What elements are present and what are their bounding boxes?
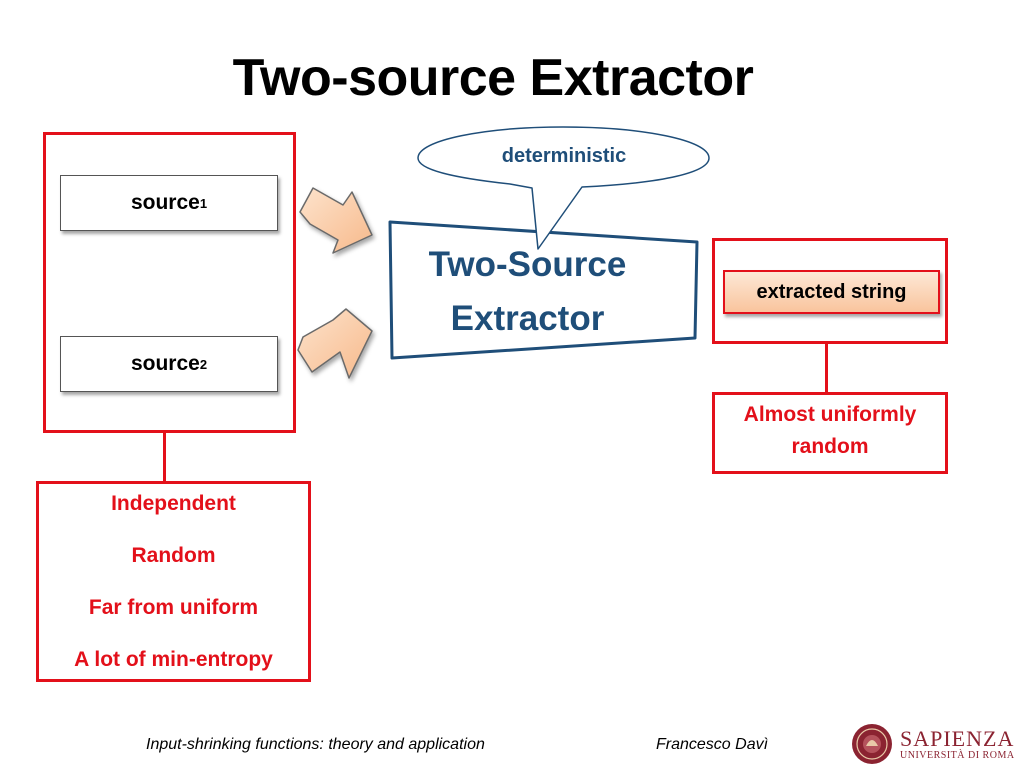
property-random: Random — [131, 544, 216, 567]
property-min-entropy: A lot of min-entropy — [74, 648, 273, 671]
footer-talk-title: Input-shrinking functions: theory and ap… — [146, 736, 485, 753]
arrow-source2-icon — [297, 308, 373, 379]
arrow-source1-icon — [299, 187, 373, 254]
extractor-line-1: Two-Source — [428, 245, 627, 284]
slide-title: Two-source Extractor — [232, 49, 754, 107]
source-1-label: source — [130, 191, 200, 214]
deterministic-label: deterministic — [501, 145, 627, 167]
extractor-label: Two-Source Extractor — [400, 238, 655, 346]
university-subtitle: UNIVERSITÀ DI ROMA — [900, 750, 1015, 761]
sources-connector — [163, 433, 166, 481]
source-1-subscript: 1 — [199, 195, 208, 211]
extracted-string-box: extracted string — [723, 270, 940, 314]
output-description: Almost uniformly random — [712, 399, 948, 463]
extractor-line-2: Extractor — [450, 299, 605, 338]
property-independent: Independent — [111, 492, 236, 515]
properties-box — [36, 481, 311, 682]
university-logo: SAPIENZA UNIVERSITÀ DI ROMA — [900, 728, 1015, 762]
source-2-subscript: 2 — [199, 356, 208, 372]
university-name: SAPIENZA — [900, 726, 1015, 751]
output-description-line-1: Almost uniformly — [743, 403, 917, 426]
output-connector — [825, 344, 828, 392]
properties-list: Independent Random Far from uniform A lo… — [36, 478, 311, 686]
output-description-box — [712, 392, 948, 474]
source-2-label: source — [130, 352, 200, 375]
university-seal-icon — [852, 724, 892, 764]
property-far-from-uniform: Far from uniform — [88, 596, 259, 619]
output-description-line-2: random — [791, 435, 869, 458]
footer-author: Francesco Davì — [656, 736, 769, 753]
